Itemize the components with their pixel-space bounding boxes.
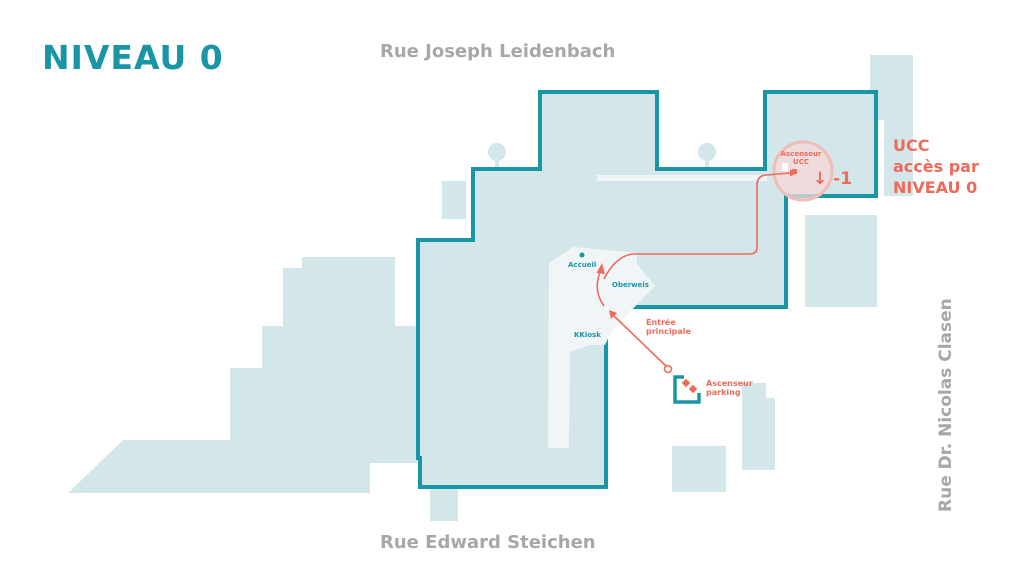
- street-north: Rue Joseph Leidenbach: [380, 41, 616, 62]
- left-buildings-shape: [68, 257, 418, 493]
- route-arrowhead: [596, 263, 605, 274]
- route-to-ucc: [603, 172, 791, 280]
- ucc-elevator-icon: [792, 169, 797, 174]
- oberweis-label: Oberweis: [612, 281, 649, 289]
- ascenseur-ucc-line1: Ascenseur: [780, 150, 822, 158]
- ucc-callout-line3: NIVEAU 0: [893, 177, 978, 197]
- trees: [488, 143, 716, 168]
- page-title: NIVEAU 0: [42, 38, 224, 77]
- street-south: Rue Edward Steichen: [380, 532, 596, 553]
- route-arrowhead: [609, 310, 617, 319]
- parking-tower: [742, 383, 775, 470]
- route-arrow-icon: [596, 169, 797, 374]
- small-building: [442, 181, 466, 219]
- route-from-parking: [613, 315, 668, 368]
- ucc-callout-line1: UCC: [893, 136, 930, 155]
- street-east: Rue Dr. Nicolas Clasen: [936, 298, 956, 512]
- ucc-elevator-box: [782, 163, 788, 171]
- ascenseur-ucc-label: Ascenseur UCC: [781, 150, 822, 166]
- accueil-label: Accueil: [568, 261, 597, 269]
- ucc-level-indicator: ↓ -1: [813, 169, 853, 189]
- ascenseur-parking-line2: parking: [706, 388, 741, 398]
- tree-icon: [698, 143, 716, 161]
- tree-trunk: [495, 158, 499, 168]
- entree-principale-label: Entrée principale: [646, 318, 691, 336]
- entree-line1: Entrée: [646, 318, 676, 327]
- ascenseur-parking-line1: Ascenseur: [706, 379, 753, 388]
- ucc-elevator-highlight: [772, 140, 834, 202]
- tree-trunk: [705, 158, 709, 168]
- route-curve: [596, 271, 605, 307]
- corridor: [597, 175, 767, 181]
- entree-line2: principale: [646, 327, 691, 337]
- accueil-dot: [579, 252, 585, 258]
- ascenseur-ucc-line2: UCC: [793, 158, 809, 167]
- parking-building: [672, 446, 726, 492]
- east-building: [805, 215, 877, 307]
- kkiosk-label: KKiosk: [574, 331, 601, 339]
- ascenseur-parking-label: Ascenseur parking: [706, 379, 753, 397]
- lobby-area: [548, 247, 655, 448]
- north-east-building: [870, 55, 913, 196]
- elevator-icon: [673, 375, 701, 404]
- ucc-callout: UCC accès par NIVEAU 0: [893, 136, 979, 198]
- surrounding-buildings: [68, 55, 913, 521]
- tree-icon: [488, 143, 506, 161]
- route-start-dot: [663, 364, 673, 374]
- ucc-callout-line2: accès par: [893, 156, 979, 176]
- south-annex: [430, 485, 458, 521]
